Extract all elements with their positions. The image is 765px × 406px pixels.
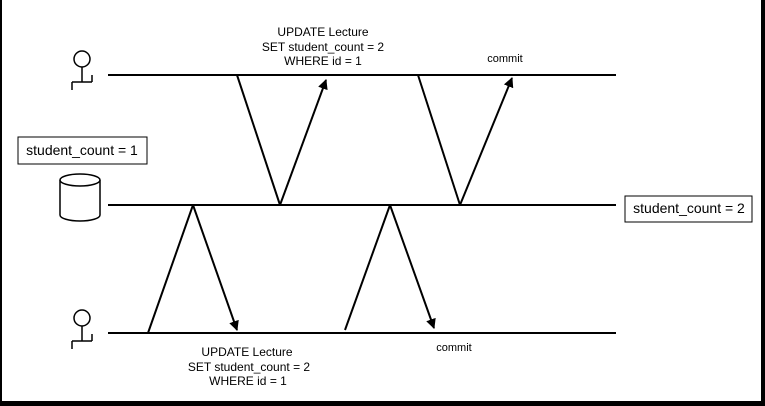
bottom-commit-request-line	[344, 204, 391, 331]
bottom-commit-response-arrow	[389, 204, 436, 329]
value-before-label: student_count = 1	[26, 142, 138, 158]
bottom-update-response-arrow	[192, 204, 239, 331]
top-commit-label: commit	[487, 53, 522, 65]
top-user-icon	[71, 50, 93, 90]
top-query-line-2: SET student_count = 2	[262, 40, 385, 54]
top-commit-request-line	[417, 74, 461, 206]
database-cylinder-icon	[59, 173, 101, 222]
top-query-line-3: WHERE id = 1	[284, 54, 362, 68]
bottom-query-line-3: WHERE id = 1	[209, 374, 287, 388]
bottom-query-line-1: UPDATE Lecture	[201, 345, 292, 359]
top-update-request-line	[236, 74, 281, 206]
bottom-user-icon	[71, 309, 93, 349]
bottom-query-line-2: SET student_count = 2	[188, 360, 311, 374]
top-update-response-arrow	[279, 79, 328, 206]
value-after-box	[624, 195, 753, 223]
value-before-box	[17, 136, 148, 165]
top-query-line-1: UPDATE Lecture	[277, 25, 368, 39]
bottom-update-request-line	[147, 204, 194, 334]
value-after-label: student_count = 2	[633, 200, 745, 216]
top-commit-response-arrow	[459, 77, 514, 206]
bottom-commit-label: commit	[436, 342, 471, 354]
